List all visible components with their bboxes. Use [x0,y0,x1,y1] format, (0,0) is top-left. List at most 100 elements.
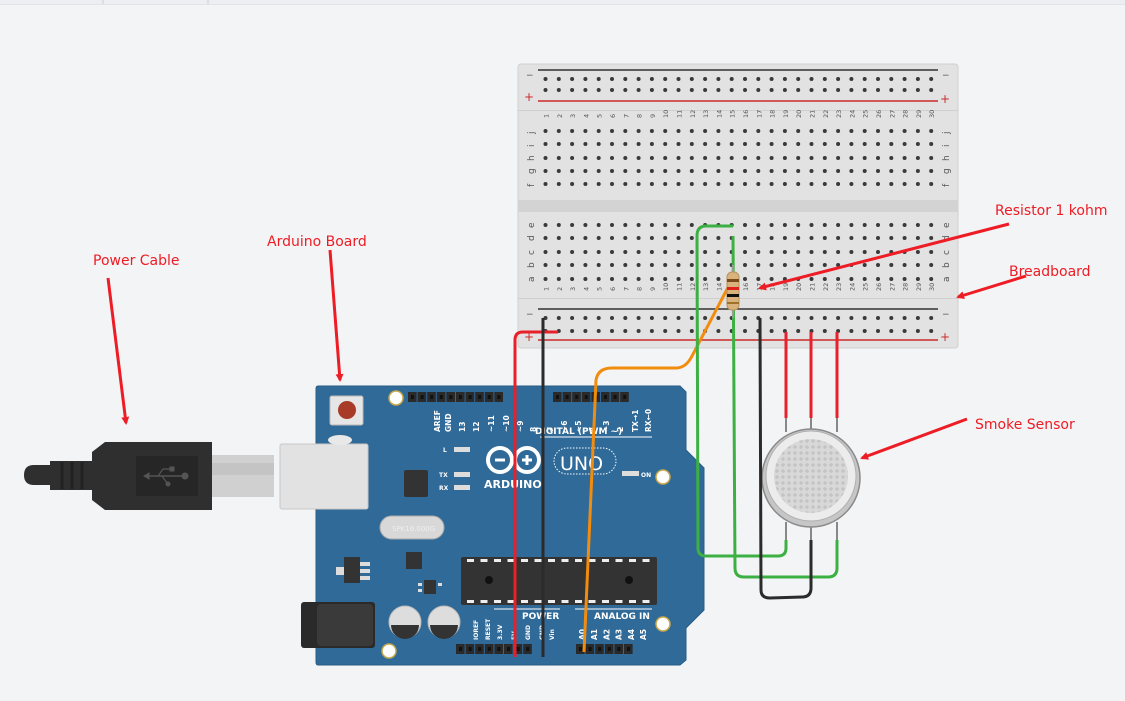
rail-hole[interactable] [929,88,934,92]
terminal-hole[interactable] [570,250,575,254]
terminal-hole[interactable] [596,223,601,227]
terminal-hole[interactable] [756,223,761,227]
rail-hole[interactable] [756,88,761,92]
terminal-hole[interactable] [769,263,774,267]
terminal-hole[interactable] [849,223,854,227]
terminal-hole[interactable] [756,142,761,146]
terminal-hole[interactable] [663,169,668,173]
terminal-hole[interactable] [623,156,628,160]
terminal-hole[interactable] [862,169,867,173]
digital-header[interactable] [408,392,629,402]
terminal-hole[interactable] [543,277,548,281]
terminal-hole[interactable] [649,169,654,173]
terminal-hole[interactable] [929,236,934,240]
terminal-hole[interactable] [636,156,641,160]
terminal-hole[interactable] [769,223,774,227]
rail-hole[interactable] [862,77,867,81]
terminal-hole[interactable] [902,277,907,281]
terminal-hole[interactable] [729,129,734,133]
terminal-hole[interactable] [676,156,681,160]
wires[interactable] [513,224,839,657]
rail-hole[interactable] [689,316,694,320]
terminal-hole[interactable] [743,169,747,173]
rail-hole[interactable] [610,88,614,92]
terminal-hole[interactable] [689,263,694,267]
rail-hole[interactable] [876,329,880,333]
terminal-hole[interactable] [703,156,708,160]
resistor-1k[interactable] [726,265,740,318]
terminal-hole[interactable] [796,156,801,160]
terminal-hole[interactable] [743,142,747,146]
terminal-hole[interactable] [583,277,588,281]
rail-hole[interactable] [543,88,548,92]
terminal-hole[interactable] [876,277,880,281]
rail-hole[interactable] [570,77,575,81]
power-header[interactable] [456,644,532,654]
terminal-hole[interactable] [862,250,867,254]
terminal-hole[interactable] [623,263,628,267]
rail-hole[interactable] [623,88,628,92]
terminal-hole[interactable] [782,236,787,240]
terminal-hole[interactable] [610,129,614,133]
terminal-hole[interactable] [663,250,668,254]
terminal-hole[interactable] [915,182,920,186]
terminal-hole[interactable] [889,169,894,173]
rail-hole[interactable] [915,316,920,320]
terminal-hole[interactable] [876,236,880,240]
terminal-hole[interactable] [596,263,601,267]
rail-hole[interactable] [676,77,681,81]
terminal-hole[interactable] [743,236,747,240]
terminal-hole[interactable] [556,156,561,160]
terminal-hole[interactable] [649,236,654,240]
terminal-hole[interactable] [570,129,575,133]
terminal-hole[interactable] [889,236,894,240]
terminal-hole[interactable] [822,182,827,186]
rail-hole[interactable] [743,88,747,92]
rail-hole[interactable] [636,77,641,81]
rail-hole[interactable] [782,316,787,320]
terminal-hole[interactable] [716,156,721,160]
terminal-hole[interactable] [703,263,708,267]
terminal-hole[interactable] [649,263,654,267]
terminal-hole[interactable] [876,156,880,160]
terminal-hole[interactable] [570,156,575,160]
terminal-hole[interactable] [809,263,814,267]
rail-hole[interactable] [876,316,880,320]
terminal-hole[interactable] [836,156,841,160]
rail-hole[interactable] [556,77,561,81]
terminal-hole[interactable] [889,223,894,227]
breadboard-holes[interactable] [543,77,934,333]
rail-hole[interactable] [689,88,694,92]
terminal-hole[interactable] [610,223,614,227]
rail-hole[interactable] [889,316,894,320]
rail-hole[interactable] [570,316,575,320]
terminal-hole[interactable] [836,263,841,267]
terminal-hole[interactable] [849,250,854,254]
terminal-hole[interactable] [596,250,601,254]
terminal-hole[interactable] [649,250,654,254]
terminal-hole[interactable] [556,129,561,133]
wire-black-sensor-gnd[interactable] [758,317,813,600]
terminal-hole[interactable] [915,263,920,267]
terminal-hole[interactable] [703,169,708,173]
terminal-hole[interactable] [836,129,841,133]
terminal-hole[interactable] [822,169,827,173]
terminal-hole[interactable] [836,142,841,146]
rail-hole[interactable] [836,316,841,320]
terminal-hole[interactable] [836,169,841,173]
terminal-hole[interactable] [703,277,708,281]
rail-hole[interactable] [716,77,721,81]
terminal-hole[interactable] [756,263,761,267]
terminal-hole[interactable] [689,277,694,281]
terminal-hole[interactable] [822,129,827,133]
rail-hole[interactable] [663,316,668,320]
terminal-hole[interactable] [782,156,787,160]
terminal-hole[interactable] [902,223,907,227]
rail-hole[interactable] [876,77,880,81]
terminal-hole[interactable] [796,236,801,240]
terminal-hole[interactable] [849,236,854,240]
terminal-hole[interactable] [902,169,907,173]
terminal-hole[interactable] [929,169,934,173]
terminal-hole[interactable] [769,250,774,254]
terminal-hole[interactable] [556,277,561,281]
